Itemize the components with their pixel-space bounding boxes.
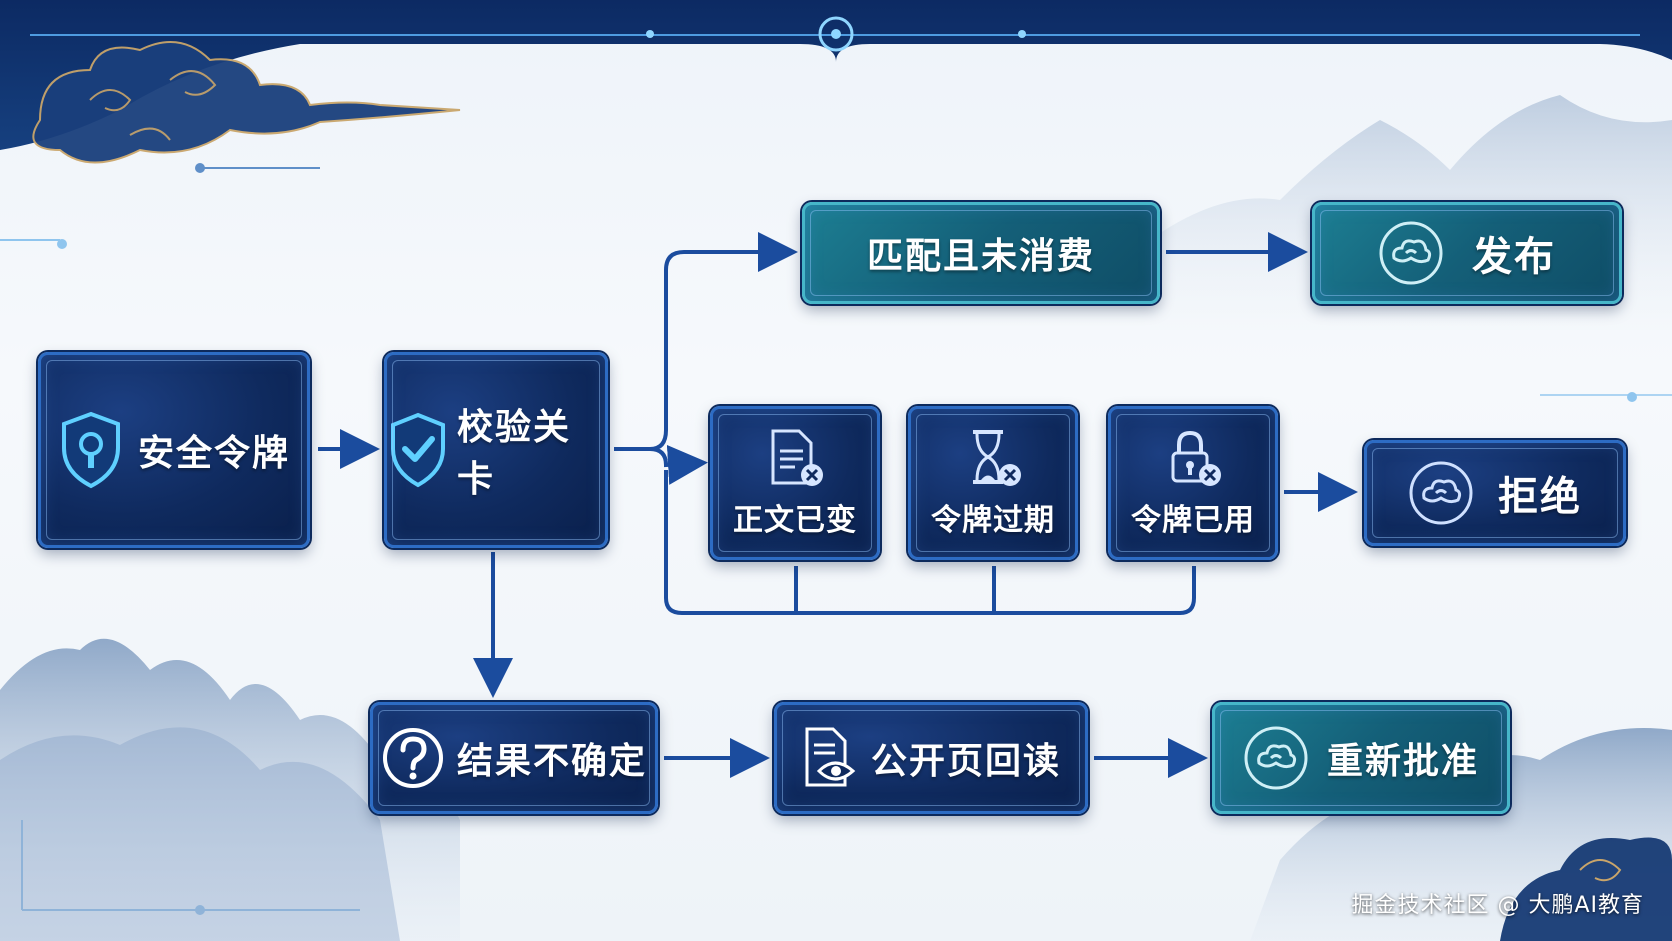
node-token-expired: 令牌过期 xyxy=(908,406,1078,560)
node-reject-label: 拒绝 xyxy=(1498,474,1582,520)
question-circle-icon xyxy=(381,726,445,790)
node-security-token-label: 安全令牌 xyxy=(137,433,290,474)
cloud-emblem-icon xyxy=(1408,460,1474,526)
node-result-uncertain-label: 结果不确定 xyxy=(456,741,647,782)
shield-check-icon xyxy=(387,411,449,489)
cloud-emblem-icon xyxy=(1243,725,1309,791)
node-token-used-label: 令牌已用 xyxy=(1131,503,1255,538)
node-verify-gate-label: 校验关卡 xyxy=(457,407,572,500)
hourglass-x-icon xyxy=(963,427,1023,489)
node-public-reread: 公开页回读 xyxy=(774,702,1088,814)
shield-keyhole-icon xyxy=(58,410,124,490)
node-result-uncertain: 结果不确定 xyxy=(370,702,658,814)
node-public-reread-label: 公开页回读 xyxy=(870,741,1061,782)
node-token-expired-label: 令牌过期 xyxy=(931,503,1055,538)
cloud-emblem-icon xyxy=(1378,220,1444,286)
edge-failure-bus xyxy=(664,470,1196,615)
node-security-token: 安全令牌 xyxy=(38,352,310,548)
node-verify-gate: 校验关卡 xyxy=(384,352,608,548)
document-x-icon xyxy=(765,427,825,489)
node-matched-unconsumed-label: 匹配且未消费 xyxy=(866,236,1095,277)
node-body-changed-label: 正文已变 xyxy=(733,503,857,538)
lock-x-icon xyxy=(1163,427,1223,489)
node-reapprove: 重新批准 xyxy=(1212,702,1510,814)
node-publish: 发布 xyxy=(1312,202,1622,304)
node-reapprove-label: 重新批准 xyxy=(1326,741,1479,782)
edge-branch-to-failures xyxy=(649,444,708,485)
node-reject: 拒绝 xyxy=(1364,440,1626,546)
node-body-changed: 正文已变 xyxy=(710,406,880,560)
watermark-text: 掘金技术社区 @ 大鹏AI教育 xyxy=(1351,893,1644,918)
node-matched-unconsumed: 匹配且未消费 xyxy=(802,202,1160,304)
node-publish-label: 发布 xyxy=(1472,234,1556,280)
edge-branch-to-matched xyxy=(649,232,798,451)
node-token-used: 令牌已用 xyxy=(1108,406,1278,560)
document-eye-icon xyxy=(801,725,859,791)
